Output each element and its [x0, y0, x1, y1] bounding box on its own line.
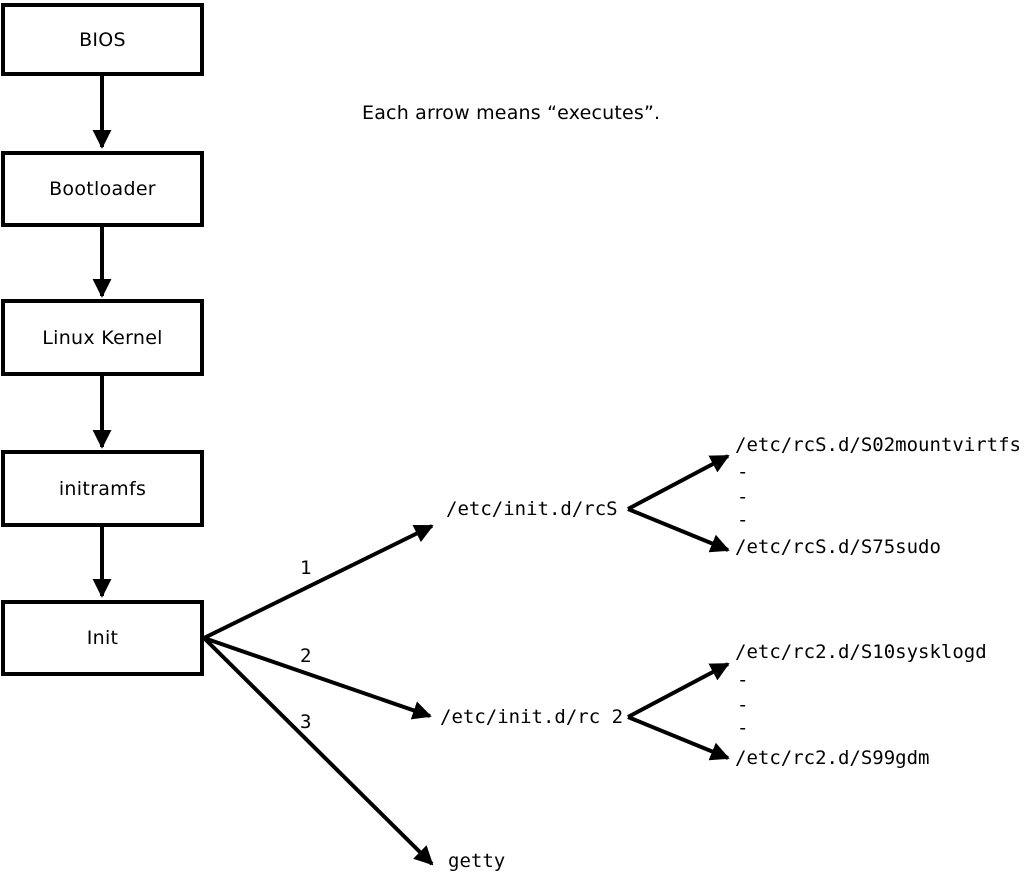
arrow-rcs-to-s02 [627, 454, 730, 511]
label-s10sysklogd: /etc/rc2.d/S10sysklogd [735, 641, 987, 663]
arrow-rcs-to-s75 [627, 507, 730, 553]
node-bios: BIOS [1, 3, 204, 76]
label-getty: getty [448, 850, 506, 872]
ellipsis-dash: - [737, 717, 749, 739]
branch-order-3: 3 [300, 711, 312, 733]
node-initramfs: initramfs [1, 450, 204, 527]
node-bios-label: BIOS [79, 28, 126, 51]
ellipsis-dash: - [737, 486, 749, 508]
arrow-init-to-getty [202, 636, 434, 866]
branch-order-2: 2 [300, 645, 312, 667]
node-linux-kernel-label: Linux Kernel [42, 326, 163, 349]
label-etc-init-d-rc2: /etc/init.d/rc 2 [440, 706, 624, 728]
arrow-init-to-rcs [203, 524, 434, 640]
label-s75sudo: /etc/rcS.d/S75sudo [735, 536, 941, 558]
branch-order-1: 1 [300, 557, 312, 579]
arrow-init-to-rc2 [203, 636, 432, 720]
arrow-rc2-to-s10 [627, 662, 730, 719]
node-init: Init [1, 600, 204, 676]
ellipsis-dash: - [737, 461, 749, 483]
ellipsis-dash: - [737, 669, 749, 691]
ellipsis-dash: - [737, 509, 749, 531]
arrow-rc2-to-s99 [627, 715, 730, 761]
node-bootloader-label: Bootloader [49, 178, 156, 200]
node-initramfs-label: initramfs [58, 477, 147, 500]
label-s99gdm: /etc/rc2.d/S99gdm [735, 747, 930, 769]
legend-note: Each arrow means “executes”. [362, 102, 661, 124]
node-linux-kernel: Linux Kernel [1, 299, 204, 376]
ellipsis-dash: - [737, 694, 749, 716]
node-bootloader: Bootloader [1, 151, 204, 227]
label-s02mountvirtfs: /etc/rcS.d/S02mountvirtfs [735, 434, 1021, 456]
label-etc-init-d-rcs: /etc/init.d/rcS [446, 498, 618, 520]
node-init-label: Init [86, 627, 119, 649]
